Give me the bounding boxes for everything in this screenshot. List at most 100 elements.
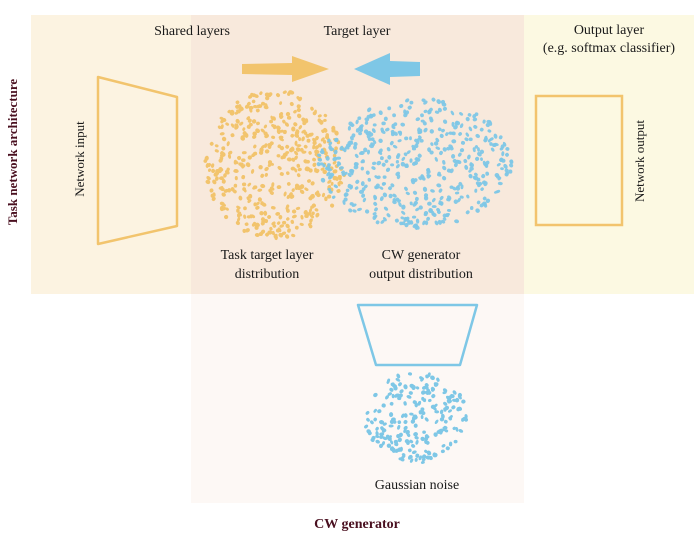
orange-dot [279,137,284,142]
noise-dot [391,383,398,389]
blue-dot [434,220,439,226]
orange-dot [294,183,300,189]
orange-dot [263,124,268,129]
orange-dot [249,214,253,219]
orange-dot [252,186,257,190]
blue-dot [472,117,478,122]
orange-dot [291,214,297,219]
orange-dot [244,222,249,226]
orange-dot [296,163,301,168]
noise-dot [433,382,438,387]
blue-dot [400,161,406,167]
gaussian-noise-label: Gaussian noise [374,478,460,493]
noise-dot [448,441,453,447]
blue-dot [361,187,366,191]
blue-dot [468,174,473,179]
orange-dot [301,129,306,134]
blue-dot [505,146,510,151]
blue-dot [385,167,391,172]
noise-dot [403,413,408,418]
noise-dot [432,452,437,458]
orange-dot [247,118,252,123]
blue-dot [364,120,369,125]
noise-dot [424,436,429,441]
blue-dot [460,184,464,190]
orange-dot [214,144,219,148]
blue-dot [372,123,377,127]
blue-dot [396,174,401,180]
noise-dot [370,420,374,425]
orange-dot [286,182,291,186]
orange-dot [273,124,277,130]
blue-dot [381,130,386,134]
noise-dot [451,405,456,410]
blue-dot [392,200,397,205]
orange-dot [294,155,298,160]
blue-dot [474,188,478,193]
blue-dot [496,163,501,167]
orange-dot [265,96,270,101]
blue-dot [501,158,506,163]
noise-dot [387,392,393,396]
blue-dot [388,186,392,191]
output-layer-example-label: (e.g. softmax classifier) [542,41,676,56]
blue-dot [379,186,384,190]
orange-dot [241,174,246,180]
blue-dot [472,147,476,153]
blue-dot [320,177,326,183]
orange-dot [289,147,294,152]
orange-dot [267,163,272,168]
blue-dot [362,197,367,203]
blue-dot [341,172,346,177]
orange-dot [270,206,276,210]
noise-dot [442,388,448,393]
blue-dot [466,194,470,199]
blue-dot [387,106,392,111]
orange-dot [221,146,226,151]
cw-output-distribution-label-line2: output distribution [369,267,473,282]
orange-dot [315,212,320,218]
blue-dot [385,127,390,132]
blue-dot [411,144,415,149]
blue-dot [417,130,423,135]
blue-dot [345,143,351,148]
blue-dot [390,163,395,167]
orange-dot [295,147,301,152]
blue-dot [339,145,344,151]
blue-dot [469,205,474,211]
blue-dot [395,163,400,169]
orange-dot [238,162,243,166]
blue-dot [463,158,468,164]
blue-dot [451,154,456,159]
blue-dot [411,215,417,219]
blue-dot [487,129,492,133]
blue-dot [454,120,459,126]
blue-dot [358,189,365,194]
orange-dot [259,211,264,216]
blue-dot [353,165,359,170]
orange-dot [327,194,332,199]
noise-dot [413,432,418,437]
noise-dot [430,375,435,381]
blue-dot [446,208,452,212]
blue-dot [427,147,432,153]
blue-dot [435,137,440,143]
orange-dot [266,92,272,98]
blue-dot [404,136,409,141]
blue-dot [501,151,505,157]
orange-dot [291,126,296,132]
blue-dot [378,110,383,116]
noise-dot [443,419,448,424]
orange-dot [310,106,314,111]
noise-dot [377,409,382,414]
orange-dot [291,188,295,192]
blue-dot [383,116,388,122]
orange-dot [267,160,273,165]
orange-dot [254,94,259,98]
orange-dot [230,187,235,192]
noise-dot [455,426,459,432]
blue-dot [415,140,420,146]
blue-dot [478,181,483,186]
blue-dot [343,197,348,202]
orange-dot [210,163,215,168]
